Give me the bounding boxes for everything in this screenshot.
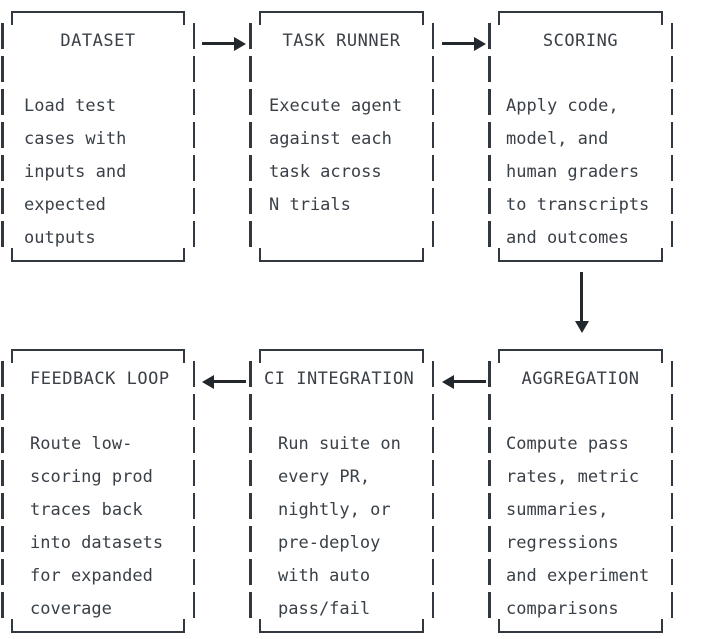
edge-task-runner-to-scoring: [442, 35, 486, 51]
node-dataset[interactable]: DATASET Load test cases with inputs and …: [1, 11, 195, 262]
arrow-head-right-icon: [474, 36, 486, 51]
node-aggregation-left-rail: [488, 361, 491, 621]
node-scoring[interactable]: SCORING Apply code, model, and human gra…: [488, 11, 673, 262]
node-task-runner-right-rail: [431, 23, 434, 250]
node-task-runner-top-bracket: [259, 11, 424, 25]
node-dataset-right-rail: [192, 23, 195, 250]
node-aggregation-body: Compute pass rates, metric summaries, re…: [506, 434, 650, 619]
node-feedback-loop[interactable]: FEEDBACK LOOP Route low- scoring prod tr…: [1, 349, 195, 633]
node-feedback-loop-bottom-bracket: [11, 619, 185, 633]
node-ci-integration-left-rail: [249, 361, 252, 621]
edge-shaft: [213, 380, 246, 383]
node-aggregation-top-bracket: [498, 349, 663, 363]
node-task-runner-left-rail: [249, 23, 252, 250]
node-ci-integration-bottom-bracket: [259, 619, 424, 633]
arrow-head-down-icon: [574, 321, 589, 333]
node-task-runner[interactable]: TASK RUNNER Execute agent against each t…: [249, 11, 434, 262]
node-dataset-bottom-bracket: [11, 248, 185, 262]
node-dataset-body: Load test cases with inputs and expected…: [24, 96, 127, 248]
node-scoring-title: SCORING: [542, 31, 619, 51]
edge-dataset-to-task-runner: [202, 35, 246, 51]
node-feedback-loop-top-bracket: [11, 349, 185, 363]
edge-ci-integration-to-feedback-loop: [202, 373, 246, 389]
node-feedback-loop-right-rail: [192, 361, 195, 621]
node-feedback-loop-title: FEEDBACK LOOP: [30, 369, 170, 389]
node-aggregation[interactable]: AGGREGATION Compute pass rates, metric s…: [488, 349, 673, 633]
node-ci-integration[interactable]: CI INTEGRATION Run suite on every PR, ni…: [249, 349, 434, 633]
edge-scoring-to-aggregation: [573, 272, 589, 333]
node-aggregation-title: AGGREGATION: [521, 369, 640, 389]
edge-shaft: [453, 380, 486, 383]
arrow-head-left-icon: [202, 374, 214, 389]
node-scoring-right-rail: [670, 23, 673, 250]
node-ci-integration-top-bracket: [259, 349, 424, 363]
node-aggregation-bottom-bracket: [498, 619, 663, 633]
node-task-runner-title: TASK RUNNER: [282, 31, 401, 51]
node-ci-integration-body: Run suite on every PR, nightly, or pre-d…: [278, 434, 401, 619]
node-feedback-loop-left-rail: [1, 361, 4, 621]
node-aggregation-right-rail: [670, 361, 673, 621]
node-scoring-body: Apply code, model, and human graders to …: [506, 96, 650, 248]
node-feedback-loop-body: Route low- scoring prod traces back into…: [30, 434, 164, 619]
node-dataset-left-rail: [1, 23, 4, 250]
arrow-head-right-icon: [234, 36, 246, 51]
node-dataset-title: DATASET: [60, 31, 136, 51]
edge-shaft: [442, 42, 475, 45]
node-scoring-top-bracket: [498, 11, 663, 25]
edge-aggregation-to-ci-integration: [442, 373, 486, 389]
node-task-runner-body: Execute agent against each task across N…: [269, 96, 403, 215]
edge-shaft: [580, 272, 583, 321]
arrow-head-left-icon: [442, 374, 454, 389]
node-scoring-bottom-bracket: [498, 248, 663, 262]
node-task-runner-bottom-bracket: [259, 248, 424, 262]
edge-shaft: [202, 42, 235, 45]
node-scoring-left-rail: [488, 23, 491, 250]
node-dataset-top-bracket: [11, 11, 185, 25]
node-ci-integration-title: CI INTEGRATION: [264, 369, 415, 389]
node-ci-integration-right-rail: [431, 361, 434, 621]
